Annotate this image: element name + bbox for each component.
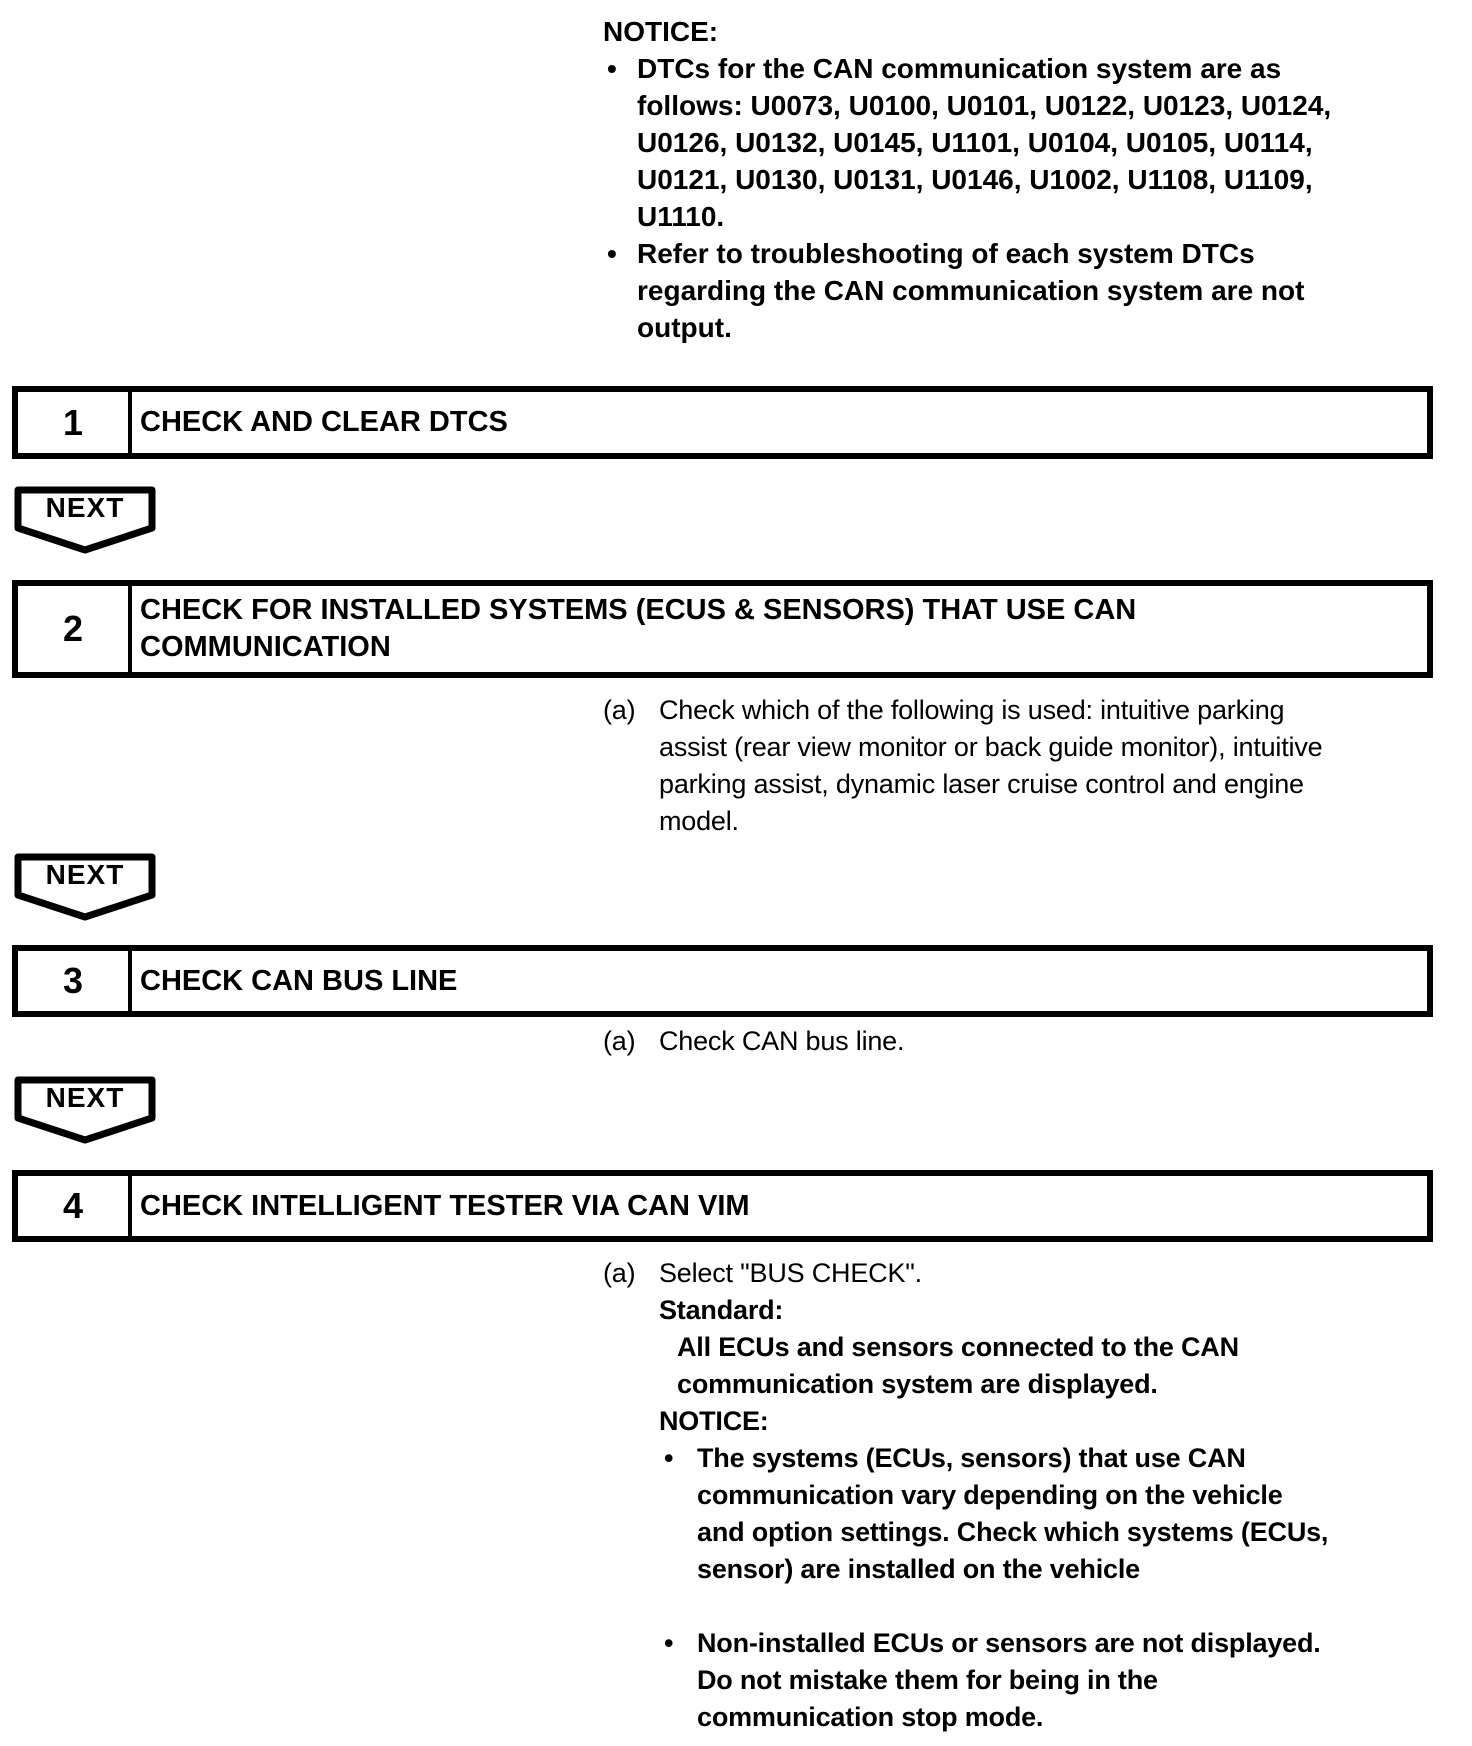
standard-label: Standard: <box>659 1295 784 1325</box>
step-number: 3 <box>18 951 132 1011</box>
next-label: NEXT <box>45 859 125 890</box>
item-text: Check CAN bus line. <box>659 1026 905 1056</box>
step-title: CHECK CAN BUS LINE <box>140 964 458 997</box>
item-marker: (a) <box>603 1026 636 1056</box>
bullet-icon: • <box>664 1443 674 1473</box>
notice-block: NOTICE: • DTCs for the CAN communication… <box>603 13 1363 346</box>
item-text: Check which of the following is used: in… <box>659 695 1323 836</box>
step-header-box-4: 4 CHECK INTELLIGENT TESTER VIA CAN VIM <box>12 1170 1433 1242</box>
chevron-down-banner-shape <box>14 853 156 921</box>
step-header-box-3: 3 CHECK CAN BUS LINE <box>12 945 1433 1017</box>
notice-bullet-text: DTCs for the CAN communication system ar… <box>637 53 1332 232</box>
bullet-icon: • <box>607 238 617 269</box>
chevron-down-banner-shape <box>14 1076 156 1144</box>
notice-bullet-item: • DTCs for the CAN communication system … <box>603 50 1363 235</box>
next-label: NEXT <box>45 492 125 523</box>
step-title-cell: CHECK AND CLEAR DTCS <box>132 392 1427 453</box>
chevron-down-banner-shape <box>14 486 156 554</box>
standard-text: All ECUs and sensors connected to the CA… <box>677 1332 1239 1399</box>
bullet-icon: • <box>664 1628 674 1658</box>
step-title: CHECK INTELLIGENT TESTER VIA CAN VIM <box>140 1189 750 1222</box>
procedure-item-4a: (a) Select "BUS CHECK". Standard: All EC… <box>603 1255 1379 1736</box>
item-marker: (a) <box>603 1258 636 1288</box>
step-title: CHECK AND CLEAR DTCS <box>140 406 508 438</box>
notice-bullet-item: • Non-installed ECUs or sensors are not … <box>659 1625 1379 1736</box>
item-body: Select "BUS CHECK". Standard: All ECUs a… <box>659 1255 1379 1736</box>
procedure-item-2a: (a) Check which of the following is used… <box>603 692 1379 840</box>
notice-bullet-text: The systems (ECUs, sensors) that use CAN… <box>697 1443 1329 1584</box>
step-header-box-1: 1 CHECK AND CLEAR DTCS <box>12 386 1433 459</box>
item-text: Select "BUS CHECK". <box>659 1258 922 1288</box>
procedure-item-3a: (a) Check CAN bus line. <box>603 1023 1379 1060</box>
step-title-cell: CHECK CAN BUS LINE <box>132 951 1427 1011</box>
notice-bullet-text: Refer to troubleshooting of each system … <box>637 238 1305 343</box>
notice-bullet-text: Non-installed ECUs or sensors are not di… <box>697 1628 1321 1732</box>
notice-bullet-list: • The systems (ECUs, sensors) that use C… <box>659 1440 1379 1736</box>
next-arrow-banner: NEXT <box>14 1076 156 1144</box>
step-number: 2 <box>18 586 132 672</box>
step-header-box-2: 2 CHECK FOR INSTALLED SYSTEMS (ECUS & SE… <box>12 580 1433 678</box>
next-arrow-banner: NEXT <box>14 486 156 554</box>
step-title-cell: CHECK INTELLIGENT TESTER VIA CAN VIM <box>132 1176 1427 1236</box>
notice-heading: NOTICE: <box>603 16 719 47</box>
bullet-icon: • <box>607 53 617 84</box>
step-title-cell: CHECK FOR INSTALLED SYSTEMS (ECUS & SENS… <box>132 586 1427 672</box>
step-number: 1 <box>18 392 132 453</box>
notice-bullet-item: • The systems (ECUs, sensors) that use C… <box>659 1440 1379 1588</box>
next-arrow-banner: NEXT <box>14 853 156 921</box>
notice-bullet-item: • Refer to troubleshooting of each syste… <box>603 235 1363 346</box>
step-number: 4 <box>18 1176 132 1236</box>
notice-label: NOTICE: <box>659 1406 769 1436</box>
next-label: NEXT <box>45 1082 125 1113</box>
item-marker: (a) <box>603 695 636 725</box>
step-title: CHECK FOR INSTALLED SYSTEMS (ECUS & SENS… <box>140 594 1137 663</box>
